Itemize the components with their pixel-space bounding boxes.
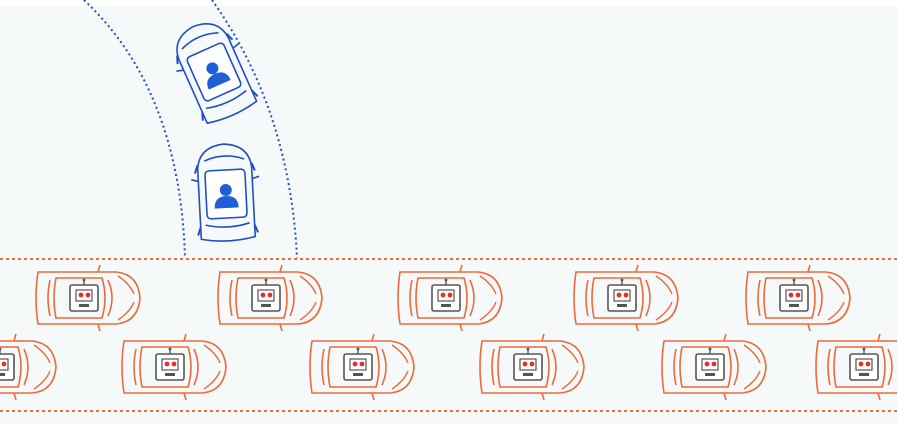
background-panel xyxy=(0,6,897,424)
